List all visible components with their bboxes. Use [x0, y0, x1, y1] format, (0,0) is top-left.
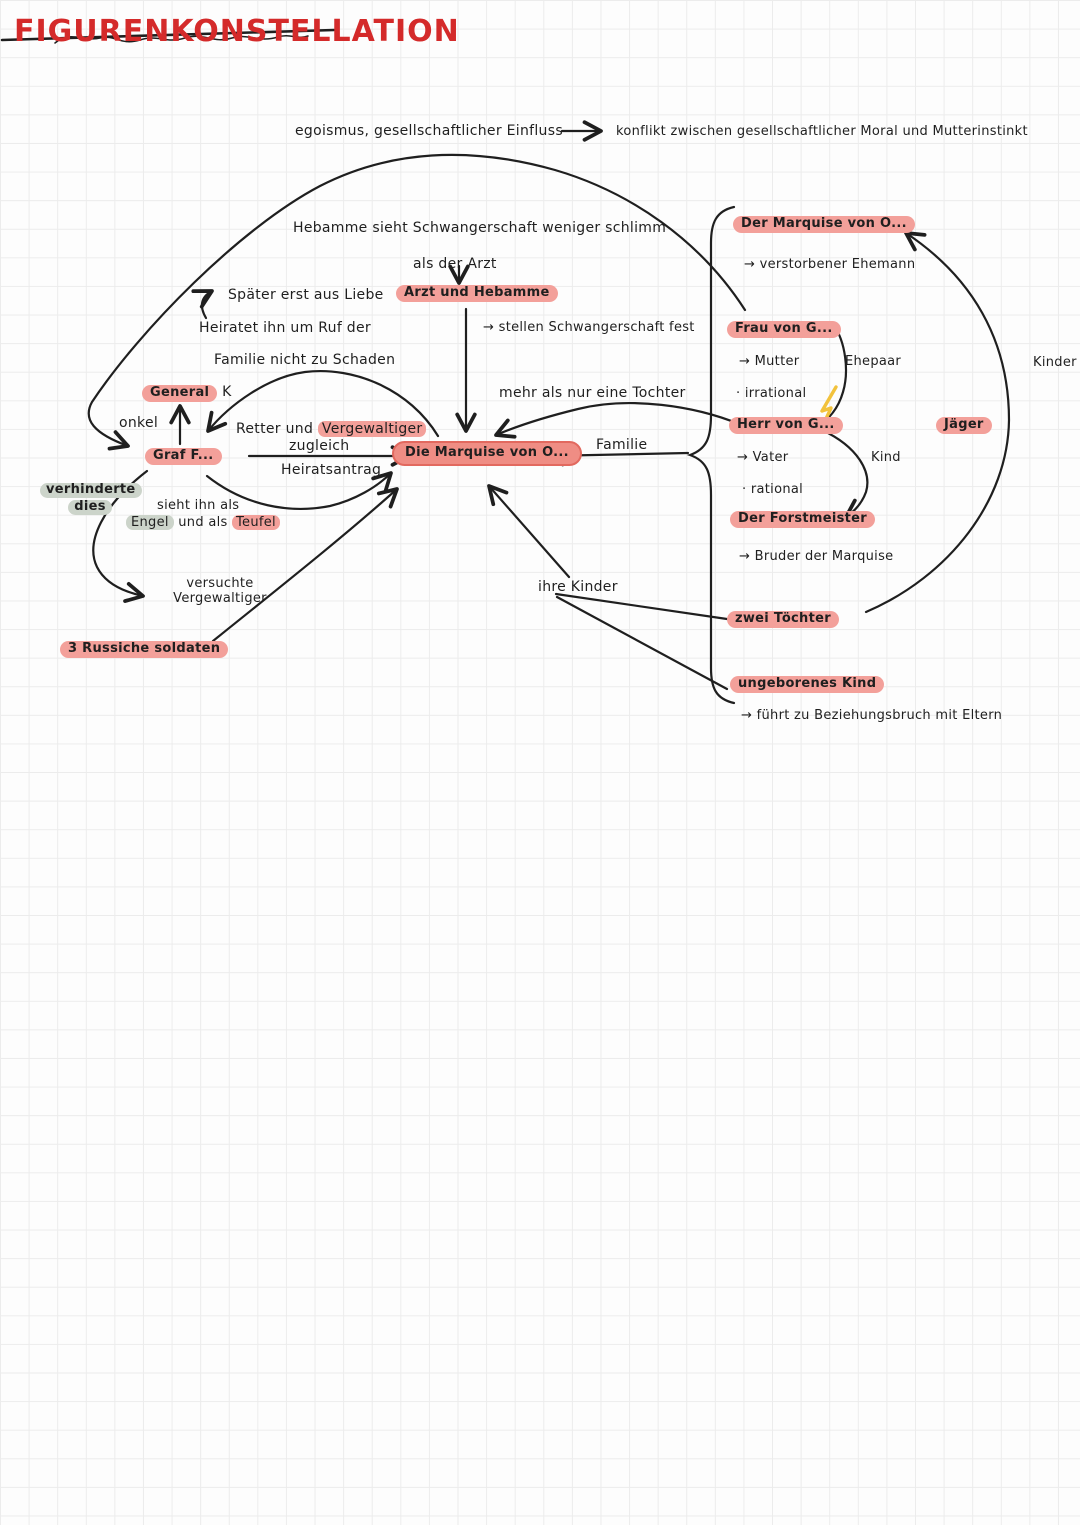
- node-soldaten-label: 3 Russiche soldaten: [60, 641, 229, 658]
- note-sieht-1: sieht ihn als: [157, 498, 240, 513]
- relation-zugleich: zugleich: [289, 438, 350, 454]
- note-rational: · rational: [742, 482, 804, 497]
- node-arzt-hebamme-label: Arzt und Hebamme: [396, 285, 558, 302]
- node-ungeborenes-kind: ungeborenes Kind: [730, 675, 885, 693]
- relation-ehepaar: Ehepaar: [845, 354, 902, 369]
- note-heiratet-1: Heiratet ihn um Ruf der: [199, 320, 371, 336]
- relation-retter: Retter und Vergewaltiger: [236, 421, 427, 437]
- note-beziehungsbruch: → führt zu Beziehungsbruch mit Eltern: [741, 708, 1003, 723]
- relation-mehr-tochter: mehr als nur eine Tochter: [499, 385, 686, 401]
- flow-right-label: konflikt zwischen gesellschaftlicher Mor…: [616, 124, 1028, 139]
- relation-verhinderte-2: dies: [68, 499, 112, 515]
- node-general-label: General: [142, 385, 218, 402]
- note-versuchte-1: versuchte: [186, 576, 254, 591]
- arrow-spaeter: [191, 289, 214, 320]
- node-graf-f: Graf F...: [145, 447, 222, 465]
- note-verstorbener: → verstorbener Ehemann: [744, 257, 916, 272]
- relation-kinder: Kinder: [1033, 355, 1077, 370]
- node-zwei-toechter: zwei Töchter: [727, 610, 839, 628]
- family-brace: [686, 205, 736, 705]
- node-der-marquise-label: Der Marquise von O...: [733, 216, 915, 233]
- ehepaar-bracket: [812, 322, 848, 431]
- line-kinder-toechter: [554, 592, 729, 621]
- node-jaeger: Jäger: [936, 416, 992, 434]
- node-forstmeister: Der Forstmeister: [730, 510, 875, 528]
- node-forstmeister-label: Der Forstmeister: [730, 511, 875, 528]
- arrow-kinder-marquise: [487, 484, 571, 579]
- relation-heiratsantrag: Heiratsantrag: [281, 462, 382, 478]
- arrow-soldaten-marquise: [211, 487, 399, 643]
- node-ungeborenes-kind-label: ungeborenes Kind: [730, 676, 885, 693]
- note-bruder: → Bruder der Marquise: [739, 549, 894, 564]
- node-frau-von-g-label: Frau von G...: [727, 321, 841, 338]
- relation-familie: Familie: [596, 437, 648, 453]
- note-versuchte-2: Vergewaltiger: [173, 590, 267, 606]
- note-hebamme-1: Hebamme sieht Schwangerschaft weniger sc…: [293, 220, 667, 236]
- note-vater: → Vater: [737, 450, 789, 465]
- note-mutter: → Mutter: [739, 354, 800, 369]
- flow-left-label: egoismus, gesellschaftlicher Einfluss: [295, 123, 563, 139]
- kind-bracket: [820, 428, 869, 519]
- relation-kind: Kind: [871, 450, 901, 465]
- node-jaeger-label: Jäger: [936, 417, 992, 434]
- node-arzt-hebamme: Arzt und Hebamme: [396, 284, 558, 302]
- note-heiratet-2: Familie nicht zu Schaden: [214, 352, 396, 368]
- node-graf-f-label: Graf F...: [145, 448, 222, 465]
- node-frau-von-g: Frau von G...: [727, 320, 841, 338]
- relation-verhinderte: verhinderte dies: [40, 481, 142, 515]
- note-sieht-2: Engel und als Teufel: [126, 515, 280, 531]
- note-spaeter: Später erst aus Liebe: [228, 287, 384, 303]
- note-ihre-kinder: ihre Kinder: [538, 579, 618, 595]
- relation-onkel: onkel: [119, 415, 159, 431]
- node-marquise-central-label: Die Marquise von O...: [392, 441, 582, 466]
- node-marquise-central: Die Marquise von O...: [392, 441, 582, 466]
- relation-retter-hl: Vergewaltiger: [317, 421, 427, 437]
- node-zwei-toechter-label: zwei Töchter: [727, 611, 839, 628]
- node-herr-von-g: Herr von G...: [729, 416, 843, 434]
- node-general-k: General K: [142, 384, 232, 402]
- node-soldaten: 3 Russiche soldaten: [60, 640, 229, 658]
- note-sieht-engel: Engel: [126, 515, 174, 530]
- line-kinder-ungeboren: [555, 595, 729, 691]
- relation-retter-pre: Retter und: [236, 421, 318, 437]
- note-versuchte: versuchte Vergewaltiger: [160, 576, 280, 607]
- page-title: FIGURENKONSTELLATION: [14, 14, 460, 49]
- note-sieht-mid: und als: [173, 515, 233, 530]
- note-sieht-teufel: Teufel: [232, 515, 280, 530]
- node-der-marquise: Der Marquise von O...: [733, 215, 915, 233]
- arc-herr-marquise: [494, 401, 741, 439]
- relation-verhinderte-1: verhinderte: [40, 482, 142, 498]
- note-hebamme-2: als der Arzt: [413, 256, 497, 272]
- note-irrational: · irrational: [736, 386, 807, 401]
- node-herr-von-g-label: Herr von G...: [729, 417, 843, 434]
- note-stellen: → stellen Schwangerschaft fest: [483, 320, 695, 335]
- node-general-suffix: K: [222, 384, 232, 400]
